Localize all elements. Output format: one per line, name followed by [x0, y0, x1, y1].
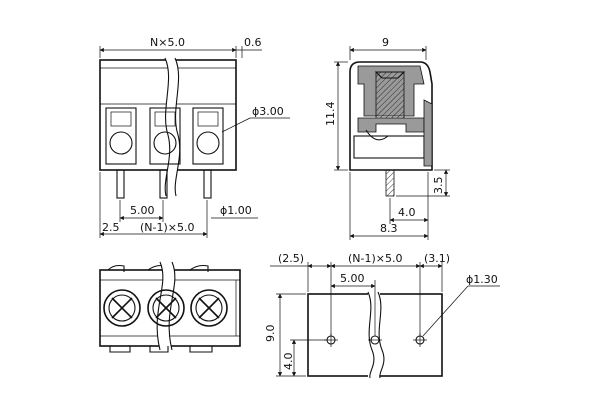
front-offset-label: 0.6 [244, 36, 262, 49]
side-base-label: 8.3 [380, 222, 398, 235]
front-span-label: (N-1)×5.0 [140, 221, 195, 234]
top-view [99, 261, 241, 353]
side-view: 9 11.4 3.5 4.0 8.3 [324, 36, 450, 240]
pcb-pitch-label: 5.00 [340, 272, 365, 285]
side-pin-length-label: 3.5 [432, 177, 445, 195]
front-left-label: 2.5 [102, 221, 120, 234]
screw-heads [103, 289, 228, 327]
front-pitch-label: 5.00 [130, 204, 155, 217]
side-pin-offset-label: 4.0 [398, 206, 416, 219]
front-view: N×5.0 0.6 ϕ3.00 5.00 ϕ1.00 2.5 (N-1)×5.0 [99, 36, 290, 238]
front-width-label: N×5.0 [150, 36, 185, 49]
pcb-span-label: (N-1)×5.0 [348, 252, 403, 265]
pcb-left-label: (2.5) [278, 252, 304, 265]
pcb-hole-label: ϕ1.30 [466, 273, 498, 286]
pcb-right-label: (3.1) [424, 252, 450, 265]
side-depth-label: 9 [382, 36, 389, 49]
pcb-height-label: 9.0 [264, 325, 277, 343]
front-pin-label: ϕ1.00 [220, 204, 252, 217]
front-pins [116, 169, 212, 199]
side-height-label: 11.4 [324, 102, 337, 127]
front-hole-label: ϕ3.00 [252, 105, 284, 118]
pcb-row-label: 4.0 [282, 353, 295, 371]
front-contacts [105, 107, 224, 165]
pcb-layout: (2.5) (N-1)×5.0 (3.1) 5.00 ϕ1.30 9.0 4.0 [264, 252, 500, 380]
